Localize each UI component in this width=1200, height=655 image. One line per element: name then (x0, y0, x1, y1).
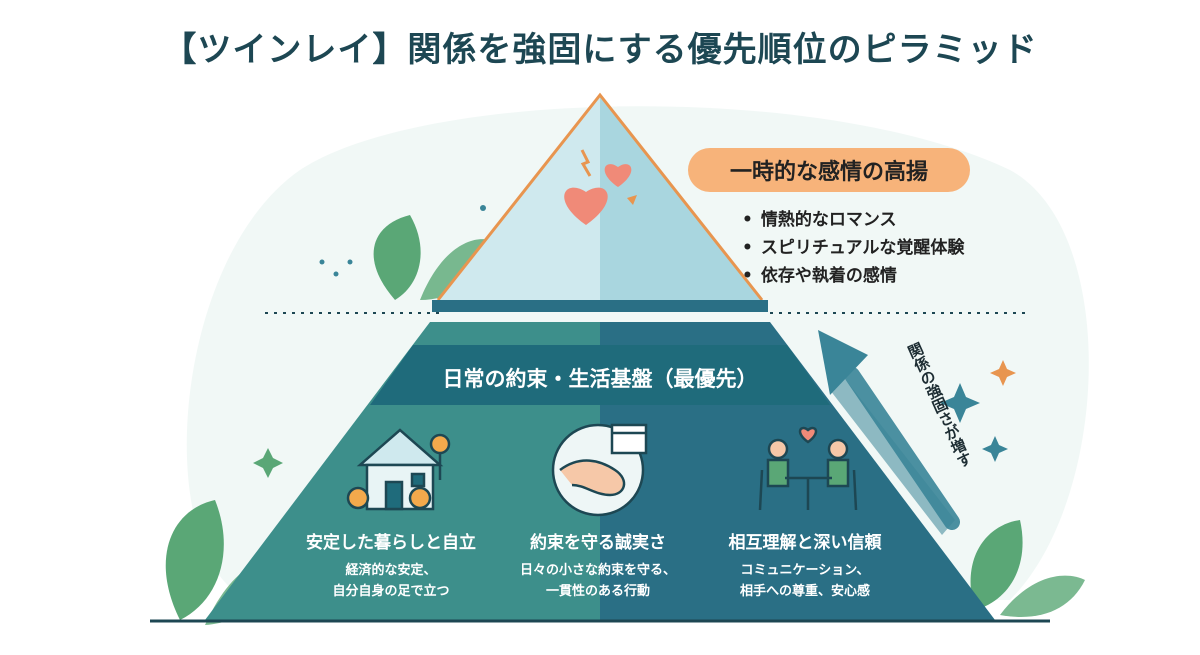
house-key-icon (346, 428, 451, 511)
pillar-desc-line: 相手への尊重、安心感 (739, 584, 870, 599)
up-arrow-icon (818, 330, 960, 535)
top-tier-label: 一時的な感情の高揚 (729, 160, 928, 185)
pillar-desc-line: 一貫性のある行動 (545, 584, 650, 599)
top-tier-bullets: 情熱的なロマンス スピリチュアルな覚醒体験 依存や執着の感情 (742, 206, 965, 290)
couple-table-icon (758, 426, 858, 511)
pillar-desc-stability: 経済的な安定、 自分自身の足で立つ (266, 560, 516, 602)
top-tier-badge (688, 148, 970, 192)
bullet-item: 依存や執着の感情 (742, 262, 964, 290)
pillar-desc-line: 日々の小さな約束を守る、 (519, 563, 676, 578)
sparkle-orange (990, 360, 1016, 386)
pillar-title-trust: 相互理解と深い信頼 (728, 533, 882, 553)
page-title: 【ツインレイ】関係を強固にする優先順位のピラミッド (162, 30, 1038, 70)
pillar-desc-line: コミュニケーション、 (740, 563, 870, 578)
pillar-desc-sincerity: 日々の小さな約束を守る、 一貫性のある行動 (473, 560, 723, 602)
star-sparkles (940, 383, 1008, 462)
decorative-dots (319, 205, 486, 277)
pillar-desc-trust: コミュニケーション、 相手への尊重、安心感 (680, 560, 930, 602)
leaf-decoration-right (970, 520, 1085, 617)
base-band (370, 345, 830, 405)
apex-base-strip (432, 300, 768, 312)
handshake-icon (551, 423, 648, 517)
bullet-item: スピリチュアルな覚醒体験 (742, 234, 965, 262)
pillar-title-stability: 安定した暮らしと自立 (306, 533, 476, 553)
base-band-label: 日常の約束・生活基盤（最優先） (442, 367, 758, 391)
hearts-icon (564, 149, 637, 225)
bullet-item: 情熱的なロマンス (742, 206, 964, 234)
sparkle-icon (253, 448, 283, 478)
pillar-desc-line: 経済的な安定、 (345, 563, 437, 578)
pillar-title-sincerity: 約束を守る誠実さ (530, 533, 666, 553)
apex-outline (436, 92, 764, 301)
pillar-desc-line: 自分自身の足で立つ (332, 584, 450, 599)
